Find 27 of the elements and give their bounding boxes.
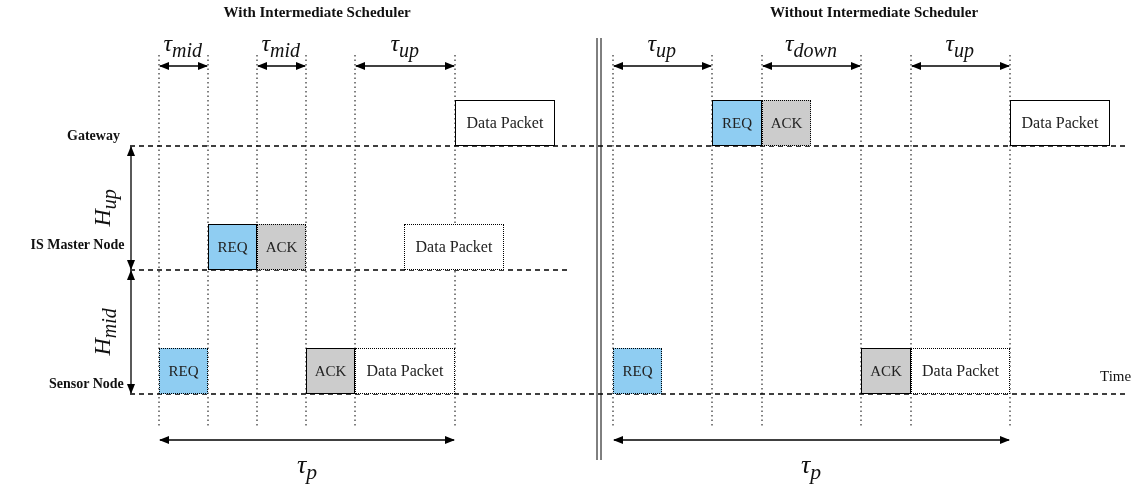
node-label: Sensor Node: [49, 376, 124, 392]
duration-label: τ$_{p}$: [297, 450, 318, 486]
data-packet-box: Data Packet: [911, 348, 1010, 394]
duration-label: τ$_{p}$: [801, 450, 822, 486]
acknowledge-box: ACK: [257, 224, 306, 270]
duration-label: τ$_{up}$: [647, 30, 677, 62]
request-box: REQ: [712, 100, 762, 146]
acknowledge-box: ACK: [762, 100, 811, 146]
node-label: Gateway: [67, 128, 120, 144]
node-label: IS Master Node: [30, 236, 125, 254]
duration-label: τ$_{down}$: [785, 30, 837, 62]
duration-label: τ$_{up}$: [390, 30, 420, 62]
data-packet-box: Data Packet: [455, 100, 555, 146]
request-box: REQ: [613, 348, 662, 394]
axis-label: Time: [1100, 368, 1132, 385]
panel-title: With Intermediate Scheduler: [223, 4, 411, 21]
acknowledge-box: ACK: [861, 348, 911, 394]
data-packet-box: Data Packet: [1010, 100, 1110, 146]
panel-title: Without Intermediate Scheduler: [770, 4, 979, 21]
request-box: REQ: [208, 224, 257, 270]
duration-label: τ$_{up}$: [945, 30, 975, 62]
acknowledge-box: ACK: [306, 348, 355, 394]
data-packet-box: Data Packet: [404, 224, 504, 270]
request-box: REQ: [159, 348, 208, 394]
duration-label: τ$_{mid}$: [163, 30, 203, 62]
duration-label: τ$_{mid}$: [261, 30, 301, 62]
data-packet-box: Data Packet: [355, 348, 455, 394]
